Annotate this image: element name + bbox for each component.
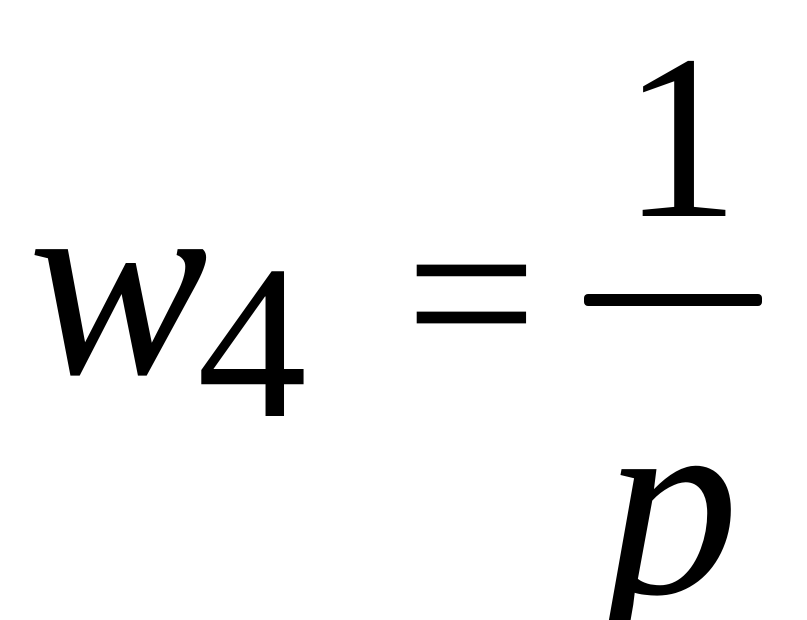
fraction-numerator: 1 xyxy=(622,7,740,267)
subscript-4: 4 xyxy=(197,220,307,464)
variable-w: w xyxy=(28,133,209,432)
fraction-bar xyxy=(584,294,762,306)
equals-sign: = xyxy=(405,163,538,423)
fraction-denominator: p xyxy=(604,353,739,620)
